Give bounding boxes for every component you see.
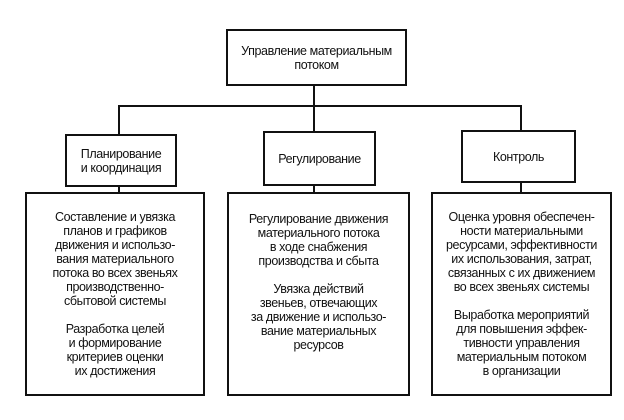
connector-right-detail bbox=[520, 182, 522, 193]
detail-text: Оценка уровня обеспечен- ности материаль… bbox=[445, 210, 597, 294]
detail-text: Регулирование движения материального пот… bbox=[248, 212, 389, 268]
branch-node-control: Контроль bbox=[461, 130, 576, 183]
connector-root-down bbox=[313, 85, 315, 107]
detail-box-control: Оценка уровня обеспечен- ности материаль… bbox=[431, 192, 612, 396]
connector-center-detail bbox=[313, 185, 315, 193]
root-label: Управление материальным потоком bbox=[241, 43, 392, 72]
detail-box-planning: Составление и увязка планов и графиков д… bbox=[25, 192, 205, 396]
detail-box-regulation: Регулирование движения материального пот… bbox=[227, 192, 410, 396]
detail-text: Увязка действий звеньев, отвечающих за д… bbox=[250, 282, 387, 352]
connector-horizontal bbox=[118, 105, 522, 107]
connector-right-down bbox=[520, 105, 522, 131]
root-node: Управление материальным потоком bbox=[226, 29, 407, 86]
detail-text: Составление и увязка планов и графиков д… bbox=[52, 210, 178, 308]
detail-text: Разработка целей и формирование критерие… bbox=[65, 322, 165, 378]
connector-left-detail bbox=[118, 186, 120, 193]
branch-label-control: Контроль bbox=[492, 149, 545, 164]
branch-label-planning: Планирование и координация bbox=[80, 146, 162, 175]
branch-node-regulation: Регулирование bbox=[263, 131, 376, 186]
branch-label-regulation: Регулирование bbox=[278, 151, 361, 166]
detail-text: Выработка мероприятий для повышения эффе… bbox=[453, 308, 590, 378]
connector-center-down bbox=[313, 105, 315, 132]
connector-left-down bbox=[118, 105, 120, 135]
branch-node-planning: Планирование и координация bbox=[65, 134, 177, 187]
